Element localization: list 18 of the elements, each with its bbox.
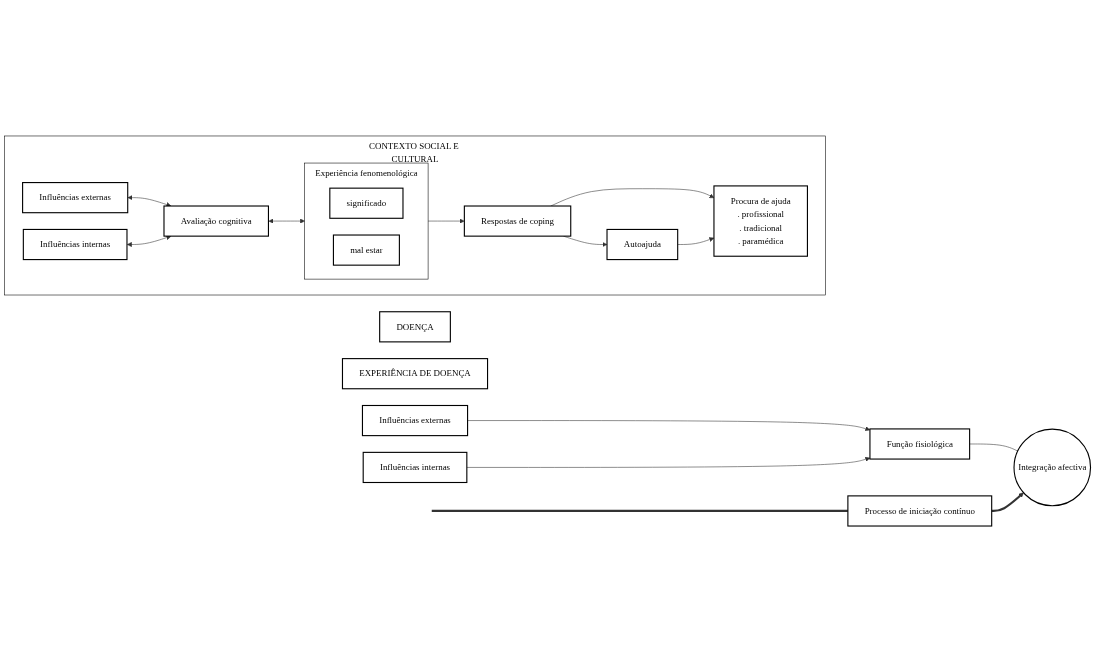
node-box: Influências internas [362,451,468,484]
node-box: Influências externas [22,182,129,214]
node-box: Avaliação cognitiva [163,205,269,237]
arrow [991,492,1024,513]
node-box: Procura de ajuda . profissional . tradicional . paramédica [713,185,808,257]
node-circle: Integração afectiva [1013,428,1092,507]
node-box: Influências internas [22,228,128,261]
connector [969,443,1018,452]
node-box: EXPERIÊNCIA DE DOENÇA [341,358,489,390]
node-box: Respostas de coping [463,205,572,237]
connector [431,509,848,513]
node-box: Autoajuda [606,228,679,261]
node-box: DOENÇA [379,311,451,343]
node-box: Função fisiológica [869,428,971,460]
node-box: Influências externas [361,404,469,437]
node-box: significado [329,187,404,219]
node-box: Processo de iniciação contínuo [847,495,993,527]
node-box: mal estar [332,234,400,266]
